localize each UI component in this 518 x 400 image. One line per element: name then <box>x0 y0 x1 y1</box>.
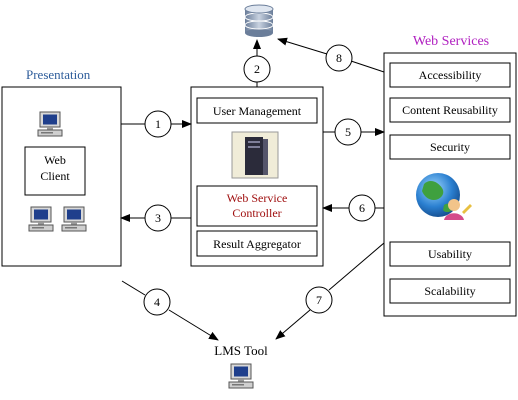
service-usability-label: Usability <box>428 247 472 261</box>
connector-4-in <box>121 280 146 296</box>
presentation-title: Presentation <box>26 67 91 82</box>
step-number: 5 <box>345 125 351 139</box>
step-marker-8: 8 <box>325 44 353 72</box>
step-marker-5: 5 <box>334 118 362 146</box>
web-service-controller-label-line2: Controller <box>232 206 281 220</box>
database-icon <box>244 4 274 37</box>
service-accessibility-box <box>389 62 511 88</box>
service-accessibility-label: Accessibility <box>419 68 482 82</box>
service-usability-box <box>389 241 511 267</box>
web-client-label-line2: Client <box>40 169 70 183</box>
computer-icon <box>61 206 87 232</box>
web-client-box <box>24 146 86 196</box>
service-content-reusability-box <box>389 97 511 123</box>
step-number: 1 <box>155 117 161 131</box>
web-service-controller-box <box>196 185 318 227</box>
lms-tool-label: LMS Tool <box>214 343 268 358</box>
step-marker-1: 1 <box>144 110 172 138</box>
step-number: 7 <box>316 293 322 307</box>
web-client-label-line1: Web <box>44 153 66 167</box>
result-aggregator-label: Result Aggregator <box>213 237 301 251</box>
step-marker-4: 4 <box>143 288 171 316</box>
service-content-reusability-label: Content Reusability <box>402 103 498 117</box>
step-number: 4 <box>154 295 160 309</box>
service-security-label: Security <box>430 140 470 154</box>
step-number: 3 <box>155 211 161 225</box>
computer-icon <box>28 206 54 232</box>
step-marker-6: 6 <box>348 194 376 222</box>
service-scalability-box <box>389 278 511 304</box>
computer-icon <box>37 111 63 137</box>
step-marker-3: 3 <box>144 204 172 232</box>
globe-user-icon <box>416 173 472 220</box>
connector-4-out <box>168 309 219 341</box>
service-security-box <box>389 134 511 160</box>
result-aggregator-box <box>196 230 318 257</box>
step-number: 6 <box>359 201 365 215</box>
step-number: 2 <box>254 62 260 76</box>
user-management-label: User Management <box>213 104 302 118</box>
step-number: 8 <box>336 51 342 65</box>
step-marker-2: 2 <box>243 55 271 83</box>
connector-8-in <box>350 60 385 73</box>
web-service-controller-label-line1: Web Service <box>227 191 288 205</box>
connector-8-out <box>277 37 328 55</box>
step-marker-7: 7 <box>305 286 333 314</box>
computer-icon <box>228 363 254 389</box>
server-icon <box>231 131 279 179</box>
user-management-box <box>196 97 318 124</box>
service-scalability-label: Scalability <box>424 284 475 298</box>
connector-7-out <box>275 309 311 340</box>
connector-7-in <box>328 242 385 291</box>
web-services-title: Web Services <box>413 34 489 49</box>
